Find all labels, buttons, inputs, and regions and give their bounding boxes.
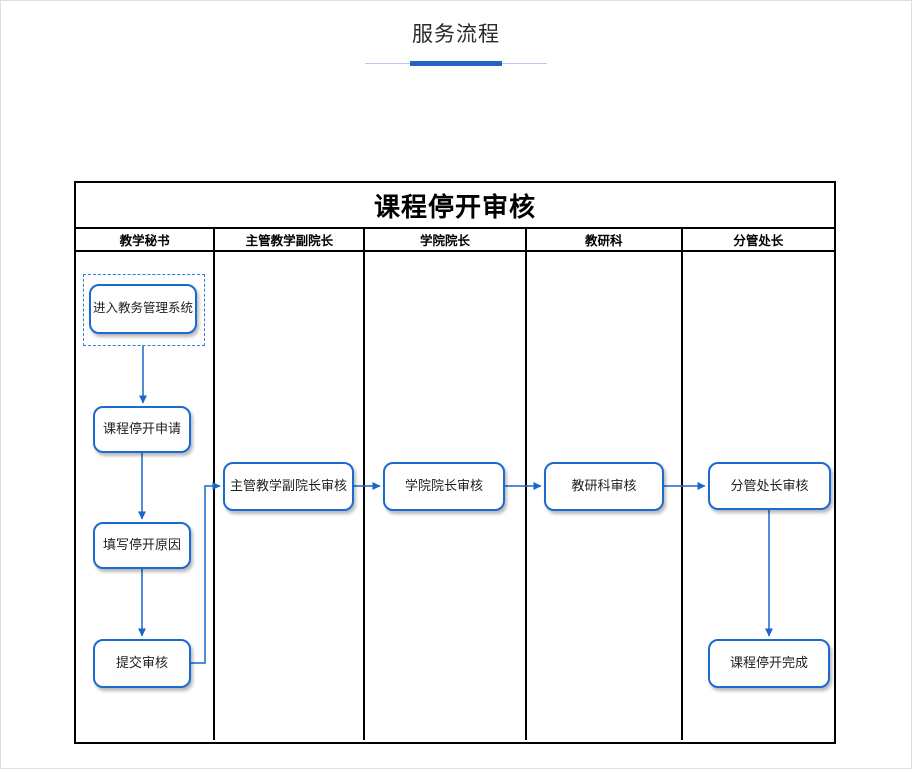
lane-column-vice-dean: [215, 252, 366, 740]
underline-thick-bar: [410, 61, 502, 66]
lane-header-row: 教学秘书 主管教学副院长 学院院长 教研科 分管处长: [76, 229, 834, 252]
lane-header-division-director: 分管处长: [733, 234, 784, 248]
lane-header-teaching-secretary: 教学秘书: [76, 229, 216, 250]
lane-column-dean: [365, 252, 527, 740]
lane-column-teaching-research: [527, 252, 683, 740]
flowchart-swimlane-diagram: 课程停开审核 教学秘书 主管教学副院长 学院院长 教研科 分管处长: [74, 181, 836, 744]
title-underline-decoration: [365, 61, 547, 66]
lane-header-teaching-research: 教研科: [527, 229, 683, 250]
page-header: 服务流程: [1, 1, 911, 66]
lane-body-row: [76, 252, 834, 740]
lane-header-vice-dean: 主管教学副院长: [215, 229, 366, 250]
flowchart-title: 课程停开审核: [76, 183, 834, 229]
lane-column-teaching-secretary: [76, 252, 216, 740]
lane-header-dean: 学院院长: [365, 229, 527, 250]
lane-column-division-director: [683, 252, 834, 740]
page-title: 服务流程: [412, 23, 500, 46]
